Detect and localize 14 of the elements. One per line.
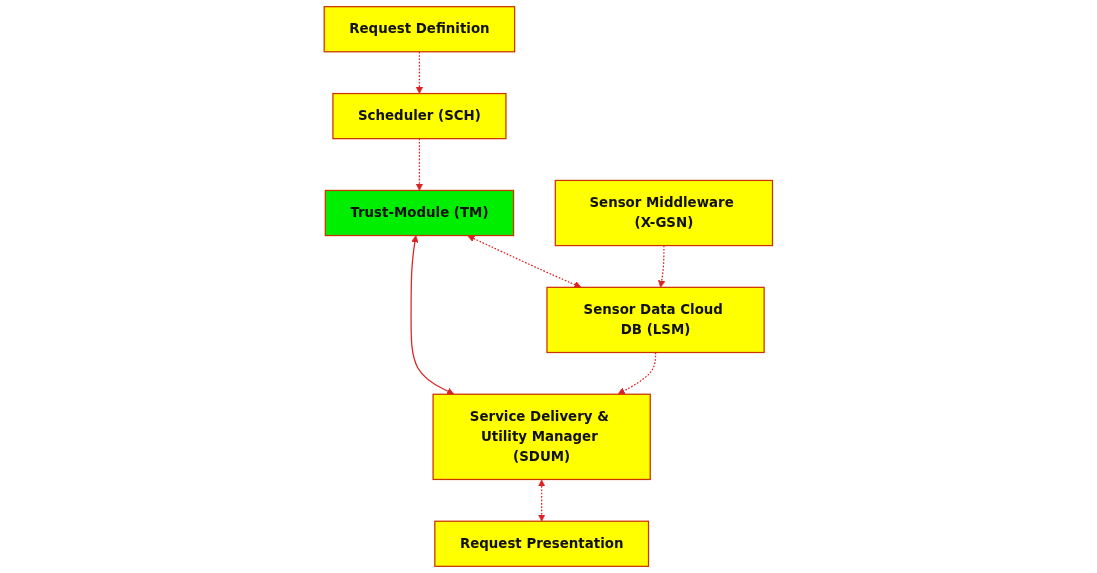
node-box: Request Presentation — [434, 520, 650, 567]
arrow — [410, 235, 455, 395]
arrow — [415, 138, 424, 191]
node-box: Trust-Module (TM) — [324, 189, 515, 237]
arrow — [658, 244, 666, 288]
node-box: Service Delivery & Utility Manager (SDUM) — [432, 393, 652, 481]
node-box: Scheduler (SCH) — [332, 92, 507, 140]
node-box: Sensor Middleware (X-GSN) — [554, 179, 774, 247]
node-box: Sensor Data Cloud DB (LSM) — [546, 286, 765, 354]
node-box: Request Definition — [323, 6, 516, 53]
arrow — [415, 51, 424, 94]
arrow — [467, 235, 582, 289]
arrow — [538, 479, 546, 522]
arrow — [617, 351, 657, 395]
